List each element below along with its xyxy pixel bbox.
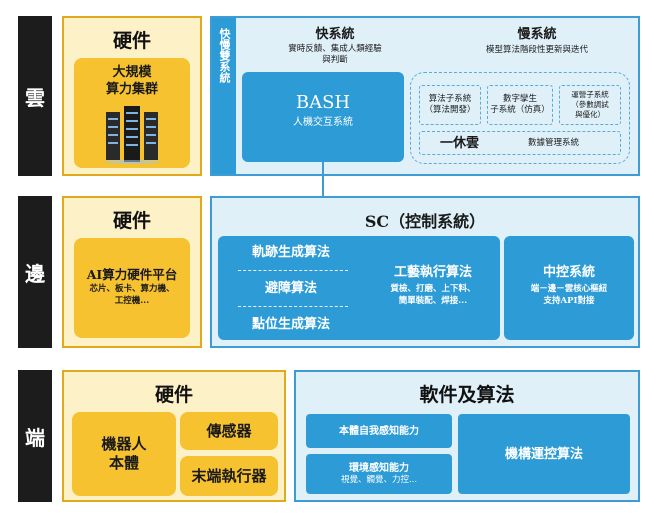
operations-line3: 與優化） xyxy=(575,110,605,119)
algorithm-subsystem-line2: （算法開發） xyxy=(424,105,476,115)
operations-line1: 運營子系統 xyxy=(571,90,609,99)
server-rack-icon xyxy=(104,106,160,164)
yixiu-cloud-bar: 一休雲 數據管理系統 xyxy=(419,131,621,155)
fast-system-desc-1: 實時反饋、集成人類經驗 xyxy=(288,44,382,54)
cloud-compute-line1: 大規模 xyxy=(112,65,152,80)
cloud-compute-cluster-box: 大規模 算力集群 xyxy=(74,58,190,168)
cloud-hardware-title: 硬件 xyxy=(112,30,151,52)
ai-hardware-platform-box: AI算力硬件平台 芯片、板卡、算力機、 工控機... xyxy=(74,238,190,338)
bash-box: BASH 人機交互系統 xyxy=(242,72,404,162)
craft-execution-desc2: 簡單裝配、焊接... xyxy=(398,296,468,306)
central-control-title: 中控系統 xyxy=(542,265,595,280)
robot-body-line2: 本體 xyxy=(108,454,139,472)
algorithm-subsystem-box: 算法子系統 （算法開發） xyxy=(419,85,481,125)
ai-hardware-platform-title: AI算力硬件平台 xyxy=(86,267,178,282)
robot-body-box: 機器人 本體 xyxy=(72,412,176,496)
self-perception-box: 本體自我感知能力 xyxy=(306,414,452,448)
terminal-hardware-title: 硬件 xyxy=(154,384,193,406)
edge-hardware-panel: 硬件 AI算力硬件平台 芯片、板卡、算力機、 工控機... xyxy=(62,196,202,348)
slow-system-group: 算法子系統 （算法開發） 數字孿生 子系統（仿真） 運營子系統 （參數調試 與優… xyxy=(410,72,630,164)
waypoint-algorithm: 點位生成算法 xyxy=(251,317,330,332)
tier-label-cloud-text: 雲 xyxy=(25,85,45,110)
end-effector-box: 末端執行器 xyxy=(180,456,278,496)
obstacle-avoidance-algorithm: 避障算法 xyxy=(264,281,317,296)
sc-algorithms-box: 軌跡生成算法 避障算法 點位生成算法 工藝執行算法 質檢、打磨、上下料、 簡單裝… xyxy=(218,236,500,340)
ai-hardware-platform-desc1: 芯片、板卡、算力機、 xyxy=(89,284,175,294)
end-effector-label: 末端執行器 xyxy=(191,466,267,485)
central-control-box: 中控系統 端－邊－雲核心樞紐 支持API對接 xyxy=(504,236,634,340)
tier-label-cloud: 雲 xyxy=(18,16,52,176)
cloud-hardware-panel: 硬件 大規模 算力集群 xyxy=(62,16,202,176)
tier-label-terminal: 端 xyxy=(18,370,52,502)
operations-line2: （參數調試 xyxy=(571,100,609,109)
ai-hardware-platform-desc2: 工控機... xyxy=(114,296,150,306)
terminal-software-title: 軟件及算法 xyxy=(419,384,515,406)
tier-label-edge: 邊 xyxy=(18,196,52,348)
cloud-software-panel: 快慢雙系統 快系統 實時反饋、集成人類經驗 與判斷 慢系統 模型算法階段性更新與… xyxy=(210,16,640,176)
sensor-label: 傳感器 xyxy=(206,421,252,440)
environment-perception-label: 環境感知能力 xyxy=(349,463,409,474)
environment-perception-desc: 視覺、觸覺、力控... xyxy=(340,475,418,485)
motion-control-label: 機構運控算法 xyxy=(504,446,583,462)
central-control-desc2: 支持API對接 xyxy=(543,296,595,306)
yixiu-cloud-title: 一休雲 xyxy=(440,136,480,151)
fast-system-title: 快系統 xyxy=(315,27,355,42)
craft-execution-title: 工藝執行算法 xyxy=(393,265,472,280)
craft-execution-desc1: 質檢、打磨、上下料、 xyxy=(390,284,476,294)
slow-system-desc: 模型算法階段性更新與迭代 xyxy=(485,45,588,55)
algo-separator-1 xyxy=(238,270,348,271)
edge-hardware-title: 硬件 xyxy=(112,210,151,232)
self-perception-label: 本體自我感知能力 xyxy=(339,425,419,437)
dual-system-sidebar xyxy=(212,18,236,174)
tier-label-terminal-text: 端 xyxy=(25,425,45,450)
data-management-label: 數據管理系統 xyxy=(528,138,580,148)
fast-system-desc-2: 與判斷 xyxy=(322,55,348,65)
central-control-desc1: 端－邊－雲核心樞紐 xyxy=(530,284,608,294)
slow-system-title: 慢系統 xyxy=(517,27,557,42)
bash-subtitle: 人機交互系統 xyxy=(293,117,353,128)
cloud-compute-line2: 算力集群 xyxy=(105,82,158,97)
terminal-software-panel: 軟件及算法 本體自我感知能力 環境感知能力 視覺、觸覺、力控... 機構運控算法 xyxy=(294,370,640,502)
sensor-box: 傳感器 xyxy=(180,412,278,450)
digital-twin-subsystem-box: 數字孿生 子系統（仿真） xyxy=(487,85,553,125)
digital-twin-line2: 子系統（仿真） xyxy=(490,105,550,115)
motion-control-box: 機構運控算法 xyxy=(458,414,630,494)
dual-system-label: 快慢雙系統 xyxy=(218,28,231,83)
edge-software-panel: SC（控制系統） 軌跡生成算法 避障算法 點位生成算法 工藝執行算法 質檢、打磨… xyxy=(210,196,640,348)
algo-separator-2 xyxy=(238,306,348,307)
algorithm-subsystem-line1: 算法子系統 xyxy=(428,94,472,104)
trajectory-algorithm: 軌跡生成算法 xyxy=(251,245,330,260)
digital-twin-line1: 數字孿生 xyxy=(502,94,537,104)
robot-body-line1: 機器人 xyxy=(101,435,147,453)
environment-perception-box: 環境感知能力 視覺、觸覺、力控... xyxy=(306,454,452,494)
operations-subsystem-box: 運營子系統 （參數調試 與優化） xyxy=(559,85,621,125)
sc-control-system-title: SC（控制系統） xyxy=(364,212,486,231)
tier-label-edge-text: 邊 xyxy=(25,261,45,286)
bash-title: BASH xyxy=(295,92,351,113)
terminal-hardware-panel: 硬件 機器人 本體 傳感器 末端執行器 xyxy=(62,370,286,502)
